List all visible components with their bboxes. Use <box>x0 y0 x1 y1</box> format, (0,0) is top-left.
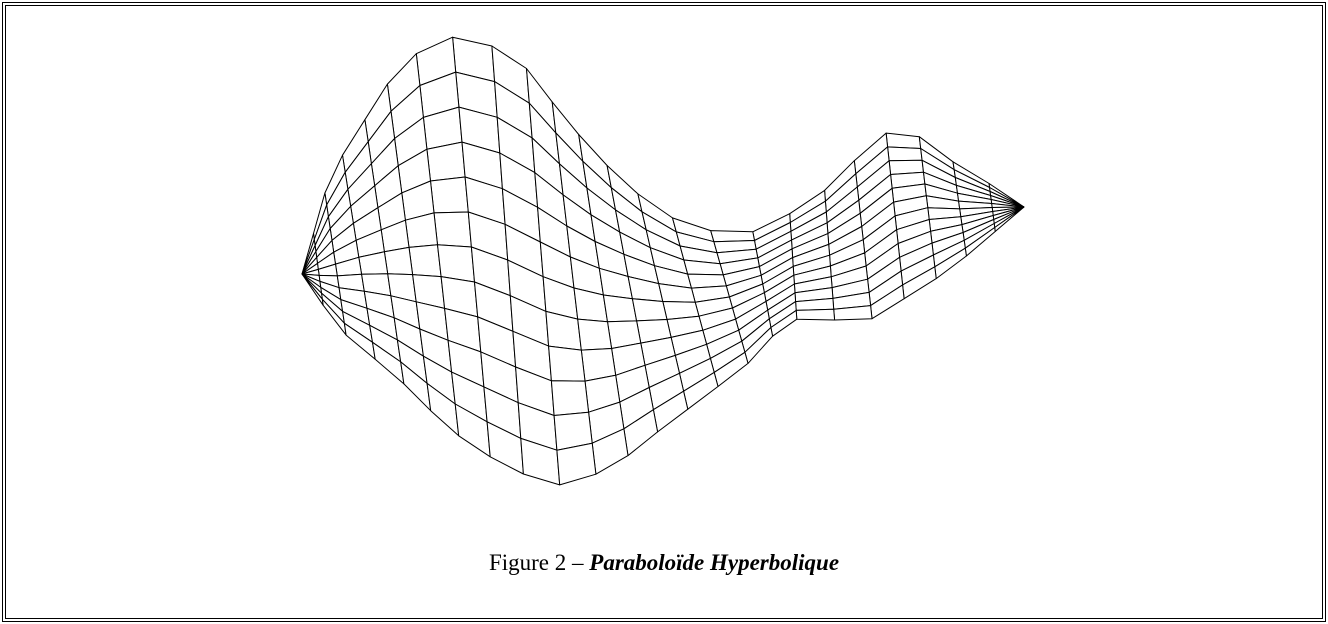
figure-title: Paraboloïde Hyperbolique <box>589 550 840 575</box>
mesh-cell <box>885 132 922 149</box>
mesh-cell <box>556 442 597 486</box>
figure-label: Figure 2 – <box>488 550 590 575</box>
mesh-cell <box>602 294 638 323</box>
mesh-cell <box>548 345 586 382</box>
mesh-cell <box>430 176 469 214</box>
mesh-cell <box>795 308 836 321</box>
mesh-cell <box>577 318 613 351</box>
mesh-cell <box>550 380 590 416</box>
mesh-cell <box>437 244 475 283</box>
mesh-cell <box>433 211 472 248</box>
mesh-cell <box>383 246 414 276</box>
figure-caption: Figure 2 – Paraboloïde Hyperbolique <box>0 551 1328 574</box>
mesh-cell <box>710 230 755 243</box>
figure-frame-inner <box>5 5 1323 619</box>
mesh-cell <box>426 141 466 182</box>
mesh-cell <box>887 146 923 162</box>
mesh-cell <box>631 298 668 322</box>
mesh-cell <box>408 244 442 278</box>
